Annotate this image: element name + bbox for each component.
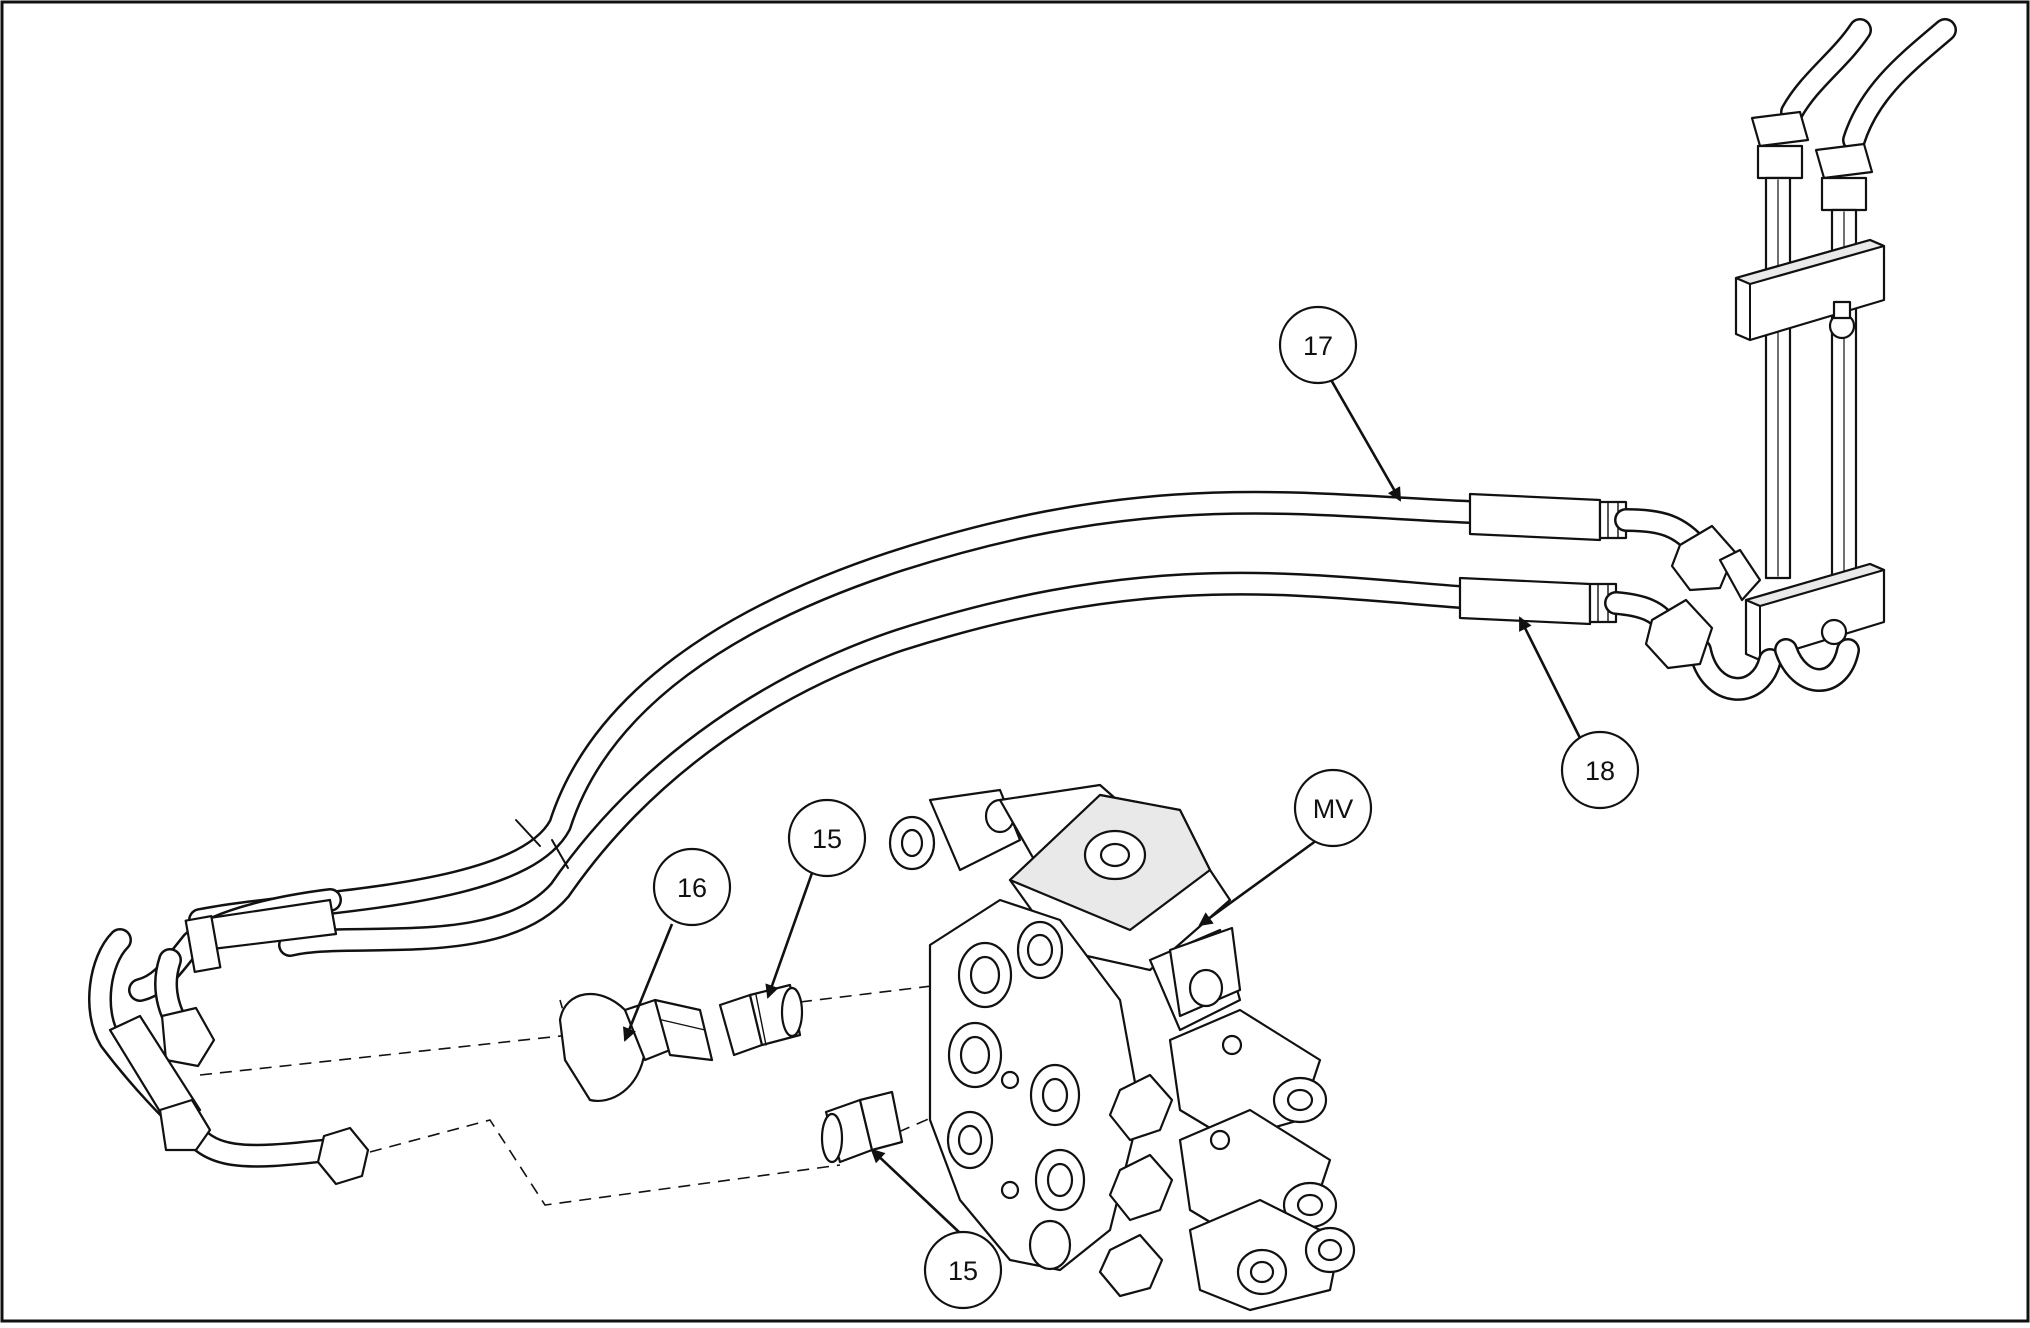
callout-15-upper-label: 15	[812, 824, 842, 854]
callout-18: 18	[1560, 730, 1640, 810]
hose-18	[278, 571, 1472, 957]
fitting-15-upper	[718, 983, 804, 1057]
callout-15-upper: 15	[787, 798, 867, 878]
callout-17-label: 17	[1303, 331, 1333, 361]
vertical-pipe-assembly	[1688, 18, 1957, 701]
callout-18-label: 18	[1585, 756, 1615, 786]
main-valve-body	[888, 783, 1356, 1312]
callout-mv-label: MV	[1313, 794, 1354, 824]
callout-17: 17	[1278, 305, 1358, 385]
fitting-15-lower	[820, 1090, 904, 1164]
hose-fittings-right	[1458, 492, 1762, 670]
callout-15-lower-label: 15	[948, 1256, 978, 1286]
callout-mv: MV	[1293, 768, 1373, 848]
callout-leaders	[623, 377, 1582, 1234]
callout-16: 16	[652, 847, 732, 927]
callout-16-label: 16	[677, 873, 707, 903]
callout-15-lower: 15	[923, 1230, 1003, 1310]
hose-17	[188, 490, 1482, 932]
hose-fittings-left	[88, 819, 569, 1186]
